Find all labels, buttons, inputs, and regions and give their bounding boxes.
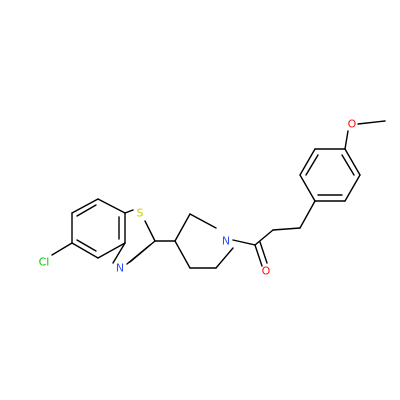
bond [71,242,99,259]
piperidine-nitrogen-label: N [222,235,230,248]
bond [215,247,234,269]
piperidine-ring [174,213,234,269]
double-bond-inner [76,204,97,217]
bond [144,220,156,242]
double-bond-inner [305,154,319,176]
double-bond-inner [341,154,355,176]
bond-n-carbonyl [232,239,256,246]
thiazole-nitrogen-label: N [116,262,124,275]
bond [97,242,126,259]
bond [174,213,191,242]
bond [254,229,274,246]
double-bond-inner [76,239,97,252]
bond [299,148,316,176]
ether-oxygen-label: O [348,118,357,131]
bond [174,240,191,269]
bond-ring-o [344,130,349,150]
bond [344,148,361,176]
carbonyl-oxygen-label: O [262,265,271,278]
bond [299,174,316,202]
double-bond-outer [126,244,151,265]
bond [112,242,126,264]
bond [272,227,301,231]
bond [97,198,126,214]
methoxyphenyl-ring [299,148,361,202]
sulfur-label: S [137,207,144,220]
bond-carbonyl-o-double [259,241,268,264]
chlorine-label: Cl [39,256,50,269]
bond-carbonyl-o [254,244,263,267]
bond [189,213,217,229]
bond-o-methyl [357,120,386,125]
bond [299,200,316,229]
thiazole-ring [112,209,156,265]
benzothiazole-benzene-ring [71,198,126,259]
bond [124,209,134,214]
bond [71,198,99,214]
propanoyl-chain [232,200,316,267]
bond [344,174,361,202]
bond-c-cl [51,242,73,256]
